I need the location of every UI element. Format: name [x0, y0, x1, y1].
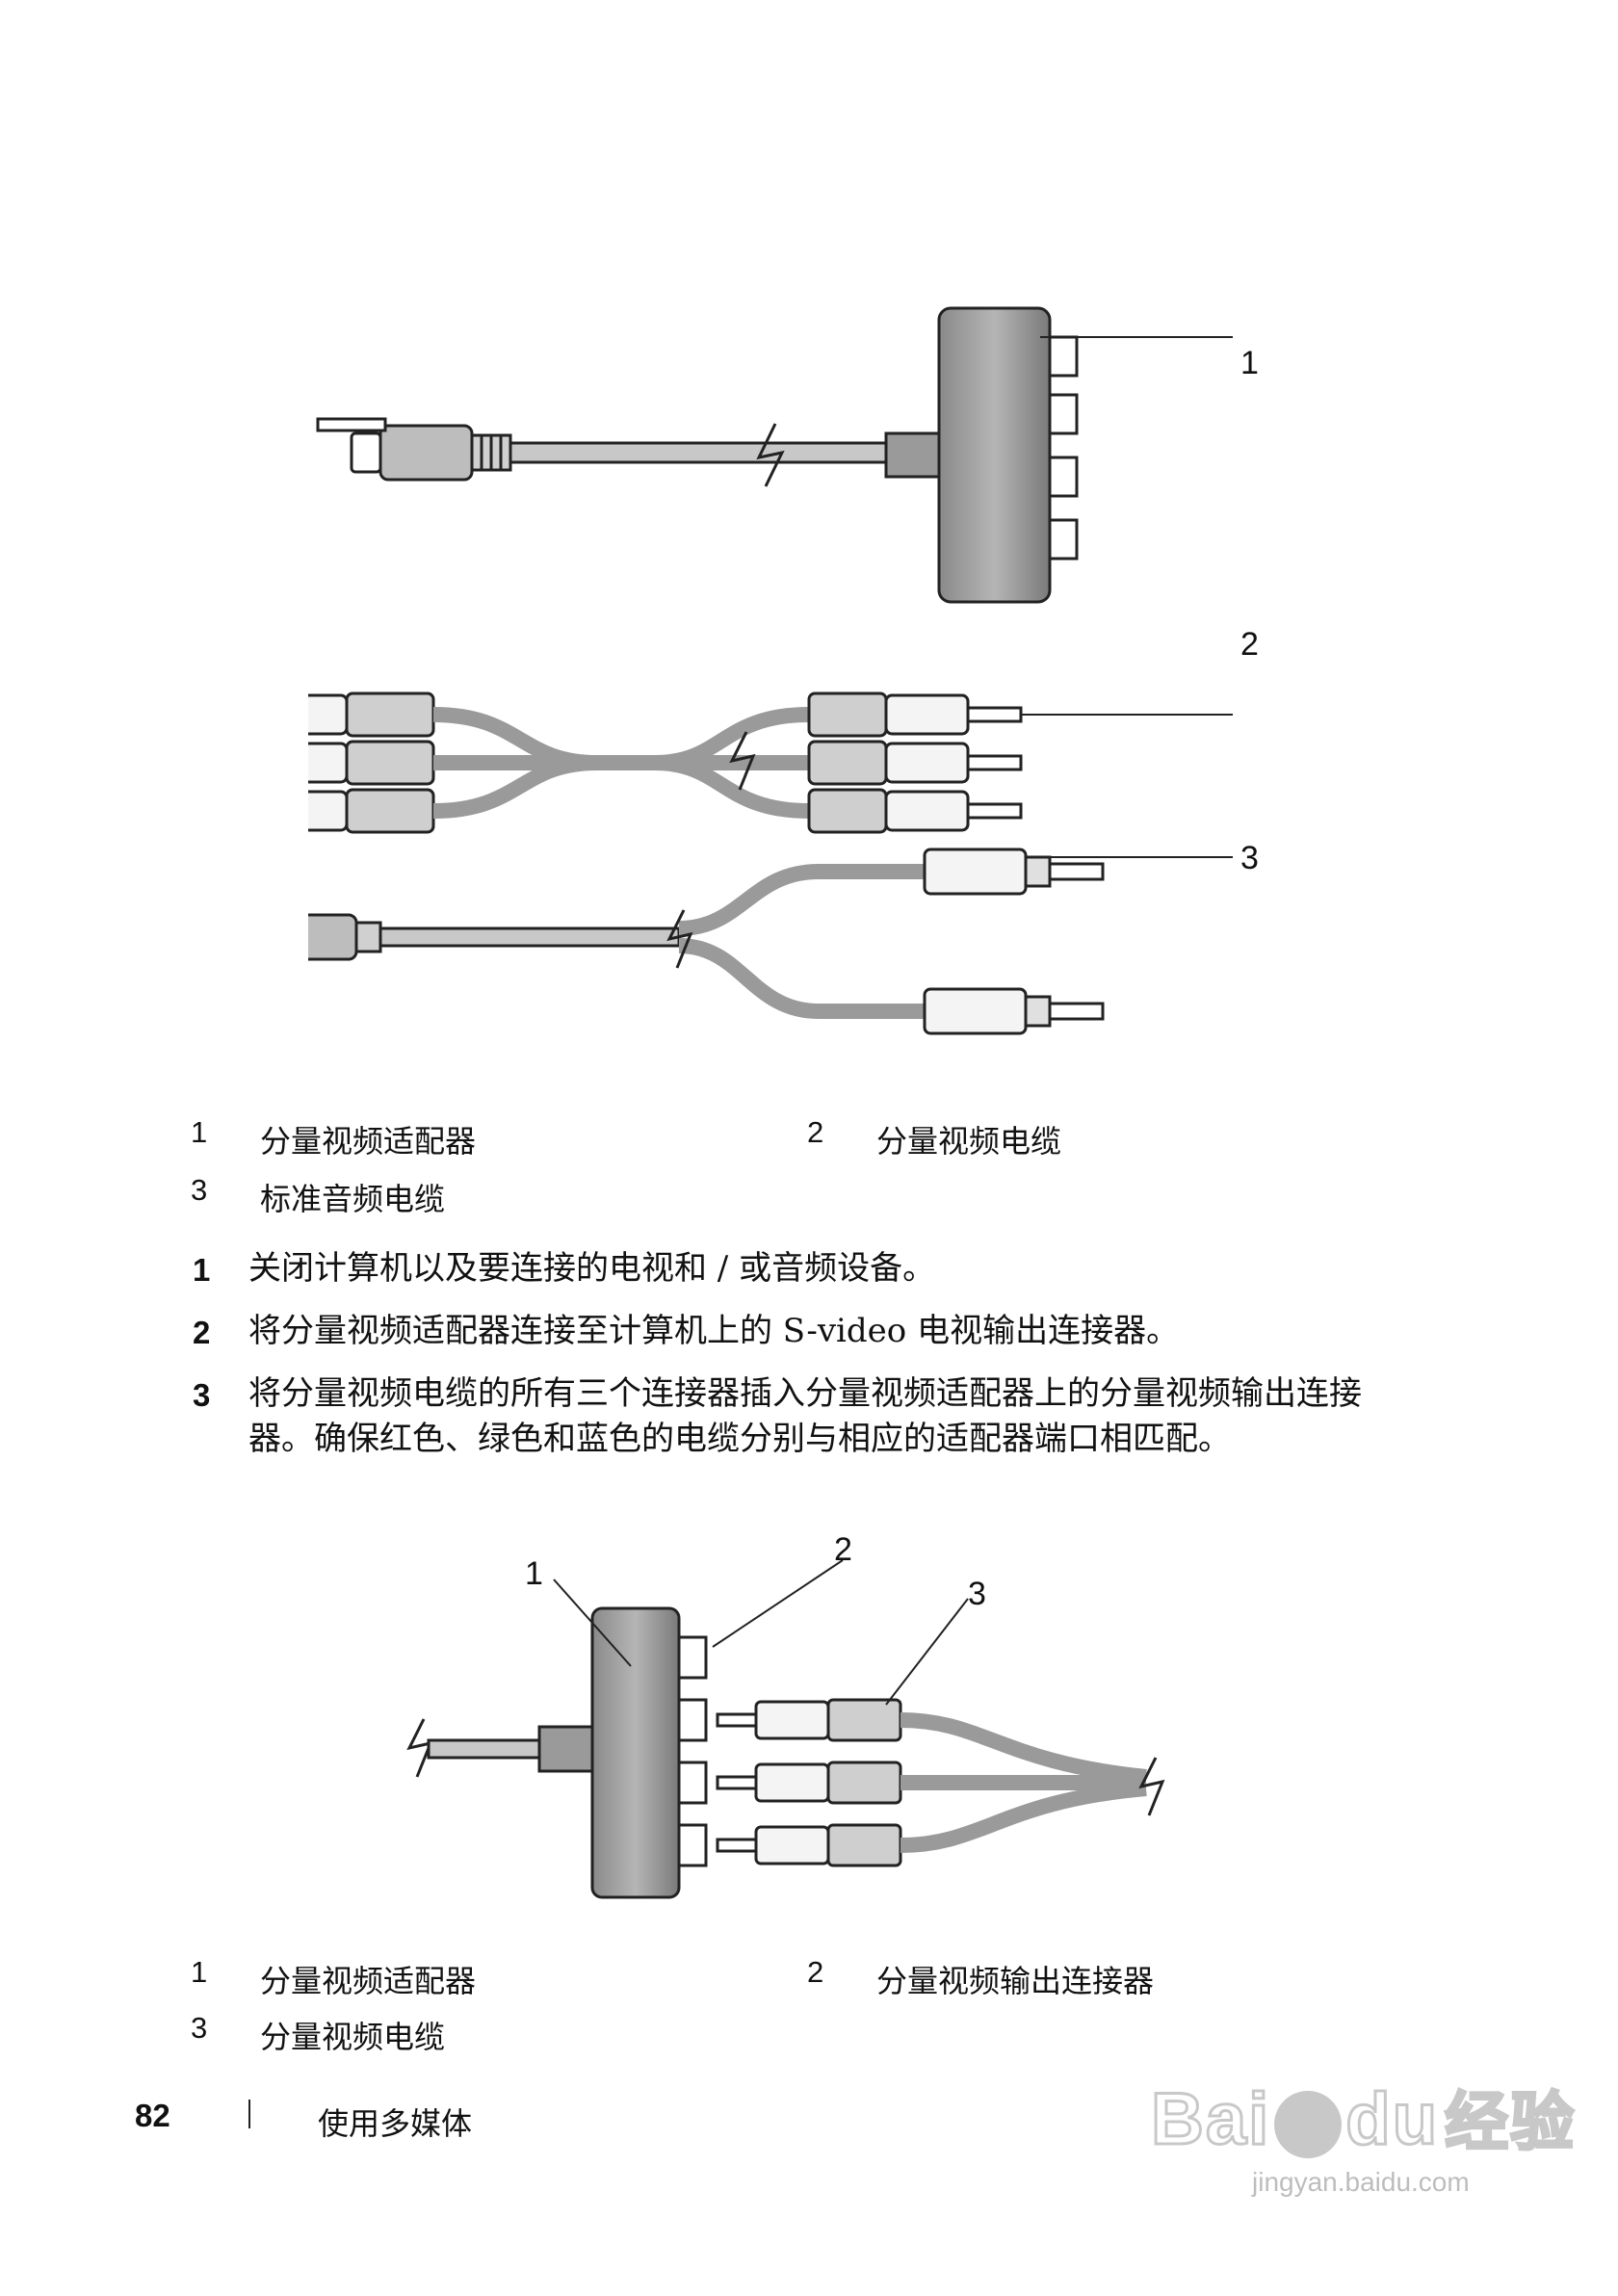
fig2-legend-num-3: 3	[191, 2011, 208, 2045]
component-video-cable	[316, 417, 387, 432]
fig2-legend-text-2: 分量视频输出连接器	[876, 1963, 1155, 1999]
fig2-legend-num-1: 1	[191, 1955, 208, 1989]
fig2-legend-text-3: 分量视频电缆	[260, 2019, 446, 2055]
fig1-legend-num-1: 1	[191, 1115, 208, 1149]
fig2-callout-3: 3	[968, 1576, 986, 1612]
fig2-adapter-box	[590, 1606, 708, 1899]
fig1-callout-3: 3	[1240, 840, 1259, 876]
fig2-callout-2: 2	[834, 1531, 852, 1568]
page-number: 82	[135, 2098, 170, 2133]
fig1-callout-1: 1	[1240, 345, 1259, 381]
fig2-callout-1: 1	[525, 1555, 543, 1592]
fig1-legend-text-1: 分量视频适配器	[260, 1123, 477, 1160]
figure-1-cable-diagram	[308, 306, 1233, 1035]
fig2-input-cable	[406, 1718, 594, 1778]
watermark-brand: Bai	[1149, 2077, 1271, 2162]
figure-2-adapter-connection-diagram	[406, 1559, 1165, 1899]
footer-divider	[248, 2100, 250, 2128]
fig1-legend-num-2: 2	[807, 1115, 824, 1149]
step-3-text: 将分量视频电缆的所有三个连接器插入分量视频适配器上的分量视频输出连接器。确保红色…	[248, 1374, 1362, 1458]
fig1-legend-text-3: 标准音频电缆	[260, 1181, 446, 1217]
fig1-legend-text-2: 分量视频电缆	[876, 1123, 1062, 1160]
audio-cable	[308, 848, 1233, 1035]
watermark-url: jingyan.baidu.com	[1252, 2167, 1470, 2197]
step-2-text: 将分量视频适配器连接至计算机上的 S-video 电视输出连接器。	[248, 1312, 1180, 1350]
rca-left-plugs	[308, 691, 435, 834]
fig2-rca-cable	[716, 1698, 1165, 1867]
step-1-text: 关闭计算机以及要连接的电视和 / 或音频设备。	[248, 1249, 936, 1288]
step-2-number: 2	[193, 1315, 211, 1350]
step-3-number: 3	[193, 1377, 211, 1413]
paw-icon	[1274, 2090, 1343, 2158]
watermark-brand-cn: 经验	[1444, 2084, 1577, 2161]
fig1-legend-num-3: 3	[191, 1173, 208, 1207]
svideo-cable	[509, 423, 888, 487]
watermark-brand-suffix: du	[1344, 2077, 1440, 2162]
rca-right-plugs	[729, 691, 1233, 834]
component-adapter-box	[884, 306, 1233, 604]
fig2-callout-lines	[553, 1559, 969, 1706]
section-title: 使用多媒体	[318, 2105, 473, 2142]
fig1-callout-2: 2	[1240, 626, 1259, 663]
fig2-legend-text-1: 分量视频适配器	[260, 1963, 477, 1999]
fig2-legend-num-2: 2	[807, 1955, 824, 1989]
rca-cable-wires	[432, 707, 810, 819]
step-1-number: 1	[193, 1252, 211, 1288]
svideo-plug	[350, 424, 512, 482]
